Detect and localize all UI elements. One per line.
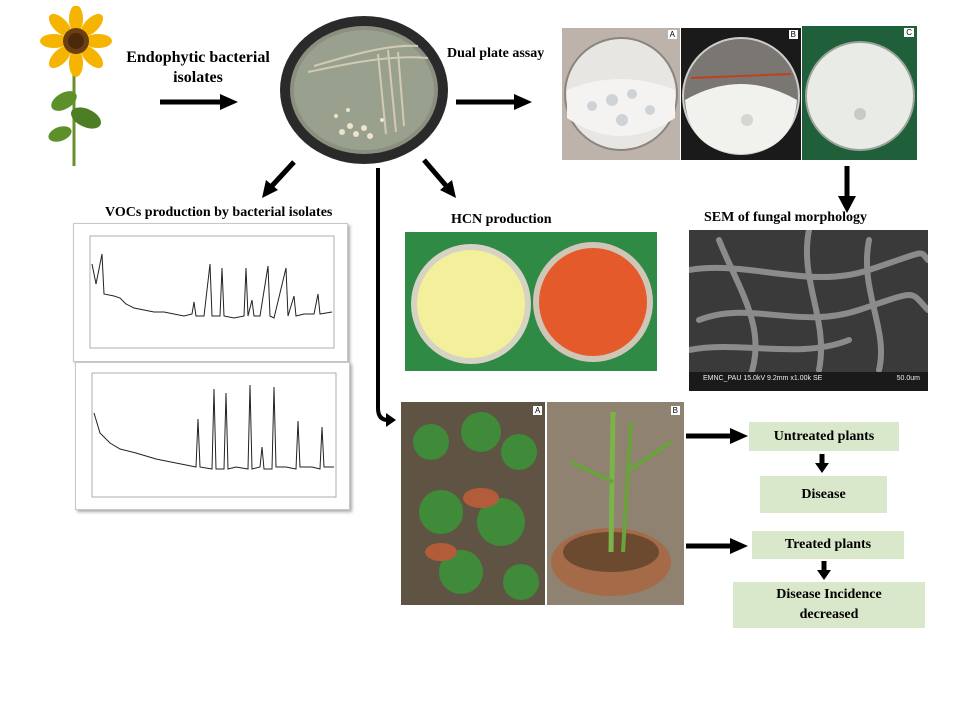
dual-plate-image-b: B [681, 28, 801, 160]
arrow-right-icon [160, 94, 238, 110]
sem-caption: EMNC_PAU 15.0kV 9.2mm x1.00k SE [703, 375, 823, 382]
arrow-down-icon [817, 561, 831, 580]
arrow-right-icon [456, 94, 532, 110]
chromatogram-2-image [75, 362, 350, 510]
plants-image: A B [401, 402, 684, 605]
arrow-right-icon [686, 538, 748, 554]
sem-scale: 50.0um [896, 375, 920, 382]
arrow-down-right-icon [422, 158, 456, 198]
isolates-label: Endophytic bacterial isolates [126, 49, 270, 86]
vocs-label: VOCs production by bacterial isolates [105, 205, 333, 220]
arrow-right-icon [686, 428, 748, 444]
arrow-down-icon [815, 454, 829, 473]
bacterial-plate-image [280, 16, 448, 164]
treated-plants-box: Treated plants [752, 531, 904, 559]
disease-box: Disease [760, 476, 887, 513]
hcn-image [405, 232, 657, 371]
dual-plate-image-a: A [562, 28, 680, 160]
chromatogram-1-image [73, 223, 348, 362]
sem-image: EMNC_PAU 15.0kV 9.2mm x1.00k SE 50.0um [689, 230, 928, 391]
untreated-plants-box: Untreated plants [749, 422, 899, 451]
disease-incidence-box: Disease Incidence decreased [733, 582, 925, 628]
dual-plate-image-c: C [802, 26, 917, 160]
panel-letter-c: C [904, 28, 914, 37]
hcn-label: HCN production [451, 212, 552, 227]
dual-plate-label: Dual plate assay [447, 46, 545, 61]
sunflower-icon [40, 6, 112, 166]
panel-letter-a: A [667, 30, 677, 39]
arrow-down-left-icon [262, 160, 296, 198]
sem-label: SEM of fungal morphology [704, 210, 867, 225]
panel-letter-b: B [788, 30, 798, 39]
arrow-down-icon [838, 166, 856, 213]
arrow-down-to-plants-icon [376, 168, 396, 427]
panel-letter-a: A [533, 406, 543, 415]
panel-letter-b: B [670, 406, 680, 415]
